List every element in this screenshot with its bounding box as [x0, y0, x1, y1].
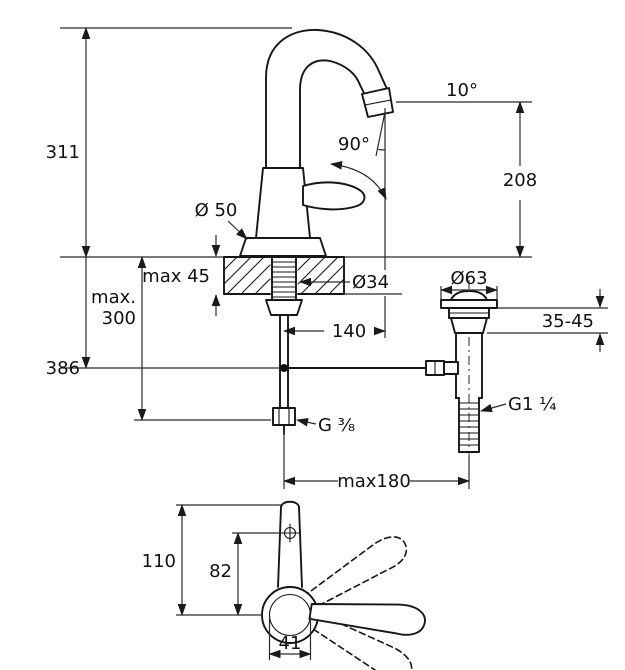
dim-label-110: 110	[142, 551, 176, 572]
faucet-base	[239, 237, 327, 257]
top-view-aerator	[280, 523, 300, 543]
faucet-lever	[302, 181, 366, 211]
faucet-spout	[265, 29, 388, 169]
deck-hatching	[223, 256, 345, 295]
dim-82	[232, 532, 283, 616]
dim-label-10deg: 10°	[446, 80, 478, 101]
dim-label-90deg: 90°	[338, 134, 370, 155]
dim-10deg	[375, 111, 386, 157]
dim-label-41: 41	[279, 633, 302, 654]
pop-up-rod	[280, 360, 457, 376]
drain-flange	[440, 299, 498, 309]
dim-label-386: 386	[46, 358, 80, 379]
top-view-lever-solid	[308, 603, 426, 636]
dim-label-g114: G1 ¹⁄₄	[508, 394, 557, 415]
dim-label-max: max.	[91, 287, 136, 308]
dim-label-300: 300	[102, 308, 136, 329]
dim-leader-g38	[296, 418, 317, 427]
drain-assembly	[440, 280, 498, 468]
dim-386	[60, 257, 280, 369]
mounting-deck	[223, 256, 345, 295]
dim-label-208: 208	[503, 170, 537, 191]
top-view-spout	[277, 500, 303, 588]
supply-nut	[272, 407, 296, 426]
dim-leader-g114	[480, 403, 507, 413]
dim-label-dia63: Ø63	[450, 268, 487, 289]
dim-label-g38: G ³⁄₈	[318, 415, 355, 436]
dim-35-45	[487, 289, 608, 352]
top-view-lever-dashed-up	[302, 536, 408, 611]
dim-label-311: 311	[46, 142, 80, 163]
faucet-body	[239, 167, 366, 257]
mounting-nut	[265, 299, 303, 316]
drain-locknut	[450, 317, 488, 334]
dim-110	[176, 504, 283, 616]
threaded-shank	[265, 256, 303, 316]
dim-label-140: 140	[332, 321, 366, 342]
dim-label-max180: max180	[337, 471, 411, 492]
dim-leader-dia50	[227, 220, 248, 240]
dim-label-82: 82	[209, 561, 232, 582]
dim-208	[344, 101, 532, 258]
dim-41	[268, 617, 312, 660]
faucet-nozzle	[361, 87, 394, 118]
drain-rod-socket	[443, 361, 459, 375]
dim-dia63	[440, 285, 498, 300]
dim-label-35-45: 35-45	[542, 311, 594, 332]
faucet-top-view	[261, 500, 426, 670]
drain-plug-dome	[450, 290, 488, 301]
dim-max180	[283, 430, 470, 489]
dim-label-dia34: Ø34	[352, 272, 389, 293]
dim-label-max45: max 45	[142, 266, 210, 287]
dim-90deg-arc	[330, 161, 387, 200]
dim-max-300	[134, 256, 271, 421]
drain-tailpipe	[458, 397, 480, 453]
supply-hose	[272, 314, 296, 435]
dim-dia34	[299, 277, 402, 295]
dimensions: 311 386 max. 300 max 45 Ø 50 Ø34	[46, 27, 608, 660]
dim-label-dia50: Ø 50	[195, 200, 238, 221]
faucet-side-view	[223, 29, 457, 435]
